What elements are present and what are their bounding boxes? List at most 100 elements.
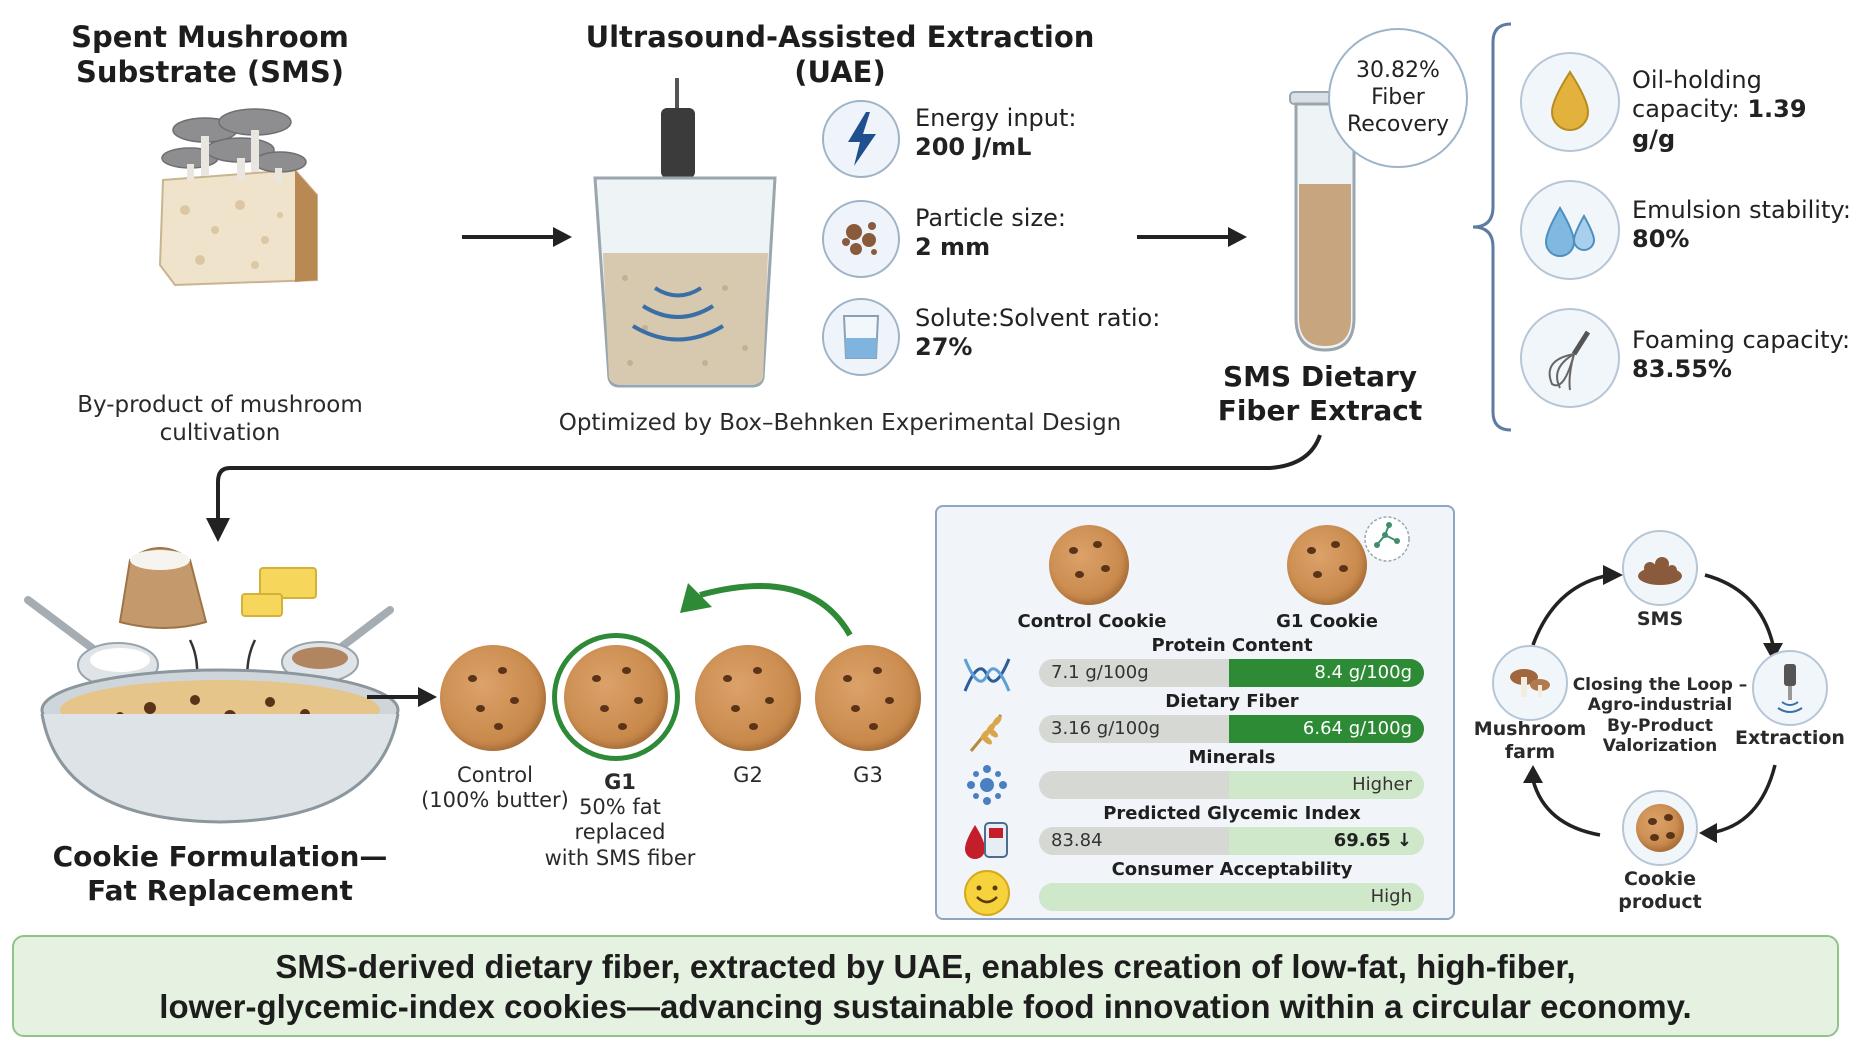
circular-cycle-arrows — [1523, 565, 1783, 843]
oil-drop-icon — [1520, 52, 1620, 152]
fiber-recovery-badge: 30.82% Fiber Recovery — [1328, 28, 1468, 168]
uae-title-text: Ultrasound-Assisted Extraction (UAE) — [585, 20, 1095, 90]
oil-holding-property: Oil-holding capacity: 1.39 g/g — [1632, 66, 1851, 154]
wheat-icon — [969, 714, 1003, 752]
emulsion-value: 80% — [1632, 225, 1690, 254]
metric-protein-title: Protein Content — [1151, 635, 1313, 656]
foaming-label: Foaming capacity: — [1632, 326, 1851, 354]
energy-label: Energy input: — [915, 104, 1077, 132]
metric-gi-bar: 83.84 69.65 ↓ — [1039, 827, 1424, 855]
foaming-property: Foaming capacity: 83.55% — [1632, 326, 1850, 385]
sms-title-text: Spent Mushroom Substrate (SMS) — [71, 20, 349, 90]
g1-label-title: G1 — [604, 770, 636, 794]
arrow-bowl-to-cookies — [367, 687, 437, 707]
properties-brace — [1472, 22, 1512, 432]
uae-caption-text: Optimized by Box–Behnken Experimental De… — [558, 410, 1122, 436]
conclusion-line2: lower-glycemic-index cookies—advancing s… — [159, 987, 1692, 1025]
cycle-center-line3: By-Product — [1606, 715, 1714, 736]
g1-desc-line3: with SMS fiber — [544, 845, 696, 870]
metric-fiber-title: Dietary Fiber — [1165, 691, 1299, 712]
ratio-param: Solute:Solvent ratio: 27% — [915, 304, 1160, 363]
metric-minerals-g1: Higher — [1352, 774, 1412, 795]
foaming-value: 83.55% — [1632, 355, 1732, 384]
emulsion-label: Emulsion stability: — [1632, 196, 1851, 224]
extract-title: SMS Dietary Fiber Extract — [1190, 360, 1450, 428]
oil-value: 1.39 g/g — [1632, 95, 1807, 153]
cookie-g1 — [564, 645, 668, 749]
metric-protein-control: 7.1 g/100g — [1051, 662, 1149, 683]
water-drops-icon — [1520, 180, 1620, 280]
control-label-line2: (100% butter) — [421, 788, 569, 813]
uae-caption: Optimized by Box–Behnken Experimental De… — [540, 410, 1140, 438]
particle-label: Particle size: — [915, 204, 1066, 232]
g3-label: G3 — [828, 763, 908, 788]
cycle-center-line4: Valorization — [1602, 736, 1718, 757]
smiley-icon — [964, 870, 1010, 916]
cycle-farm-node — [1492, 645, 1568, 721]
formulation-title: Cookie Formulation— Fat Replacement — [30, 840, 410, 908]
minerals-icon — [967, 765, 1007, 805]
metric-acceptability-title: Consumer Acceptability — [1111, 859, 1353, 880]
cookie-g2 — [695, 645, 801, 751]
emulsion-property: Emulsion stability: 80% — [1632, 196, 1851, 255]
energy-value: 200 J/mL — [915, 133, 1032, 162]
metric-fiber-control: 3.16 g/100g — [1051, 718, 1161, 739]
comparison-g1-label: G1 Cookie — [1276, 611, 1378, 632]
sms-title: Spent Mushroom Substrate (SMS) — [20, 20, 400, 91]
comparison-control-label: Control Cookie — [1017, 611, 1167, 632]
control-label: Control (100% butter) — [415, 763, 575, 813]
formulation-title-line1: Cookie Formulation— — [52, 840, 388, 873]
comparison-control-cookie — [1049, 525, 1129, 605]
lightning-icon — [822, 100, 900, 178]
energy-param: Energy input: 200 J/mL — [915, 104, 1076, 163]
dna-icon — [963, 658, 1011, 692]
metric-minerals-title: Minerals — [1188, 747, 1276, 768]
beaker-icon — [822, 298, 900, 376]
recovery-value: 30.82% — [1356, 58, 1440, 83]
cycle-extraction-node — [1752, 650, 1828, 726]
cycle-cookie-label: Cookie product — [1618, 868, 1702, 913]
whisk-icon — [1520, 308, 1620, 408]
metric-gi-title: Predicted Glycemic Index — [1103, 803, 1361, 824]
particles-icon — [822, 200, 900, 278]
g3-label-text: G3 — [853, 763, 883, 787]
arrow-sms-to-uae — [462, 227, 572, 247]
particle-value: 2 mm — [915, 233, 991, 262]
cycle-sms-label: SMS — [1636, 608, 1684, 630]
cycle-extraction-label: Extraction — [1735, 727, 1845, 749]
ratio-label: Solute:Solvent ratio: — [915, 304, 1161, 332]
comparison-panel: Control Cookie G1 Cookie Protein Content… — [935, 505, 1455, 920]
sms-substrate-illustration — [158, 108, 318, 287]
oil-label2: capacity: — [1632, 95, 1740, 124]
cycle-farm-line1: Mushroom — [1473, 718, 1587, 740]
arrow-uae-to-extract — [1137, 227, 1247, 247]
sms-caption-text: By-product of mushroom cultivation — [77, 392, 363, 446]
comparison-g1-cookie — [1287, 525, 1367, 605]
green-curved-arrow — [680, 583, 853, 637]
particle-param: Particle size: 2 mm — [915, 204, 1066, 263]
conclusion-banner: SMS-derived dietary fiber, extracted by … — [12, 935, 1839, 1037]
cycle-center-text: Closing the Loop – Agro-industrial By-Pr… — [1565, 675, 1755, 757]
control-label-line1: Control — [457, 763, 533, 787]
extract-title-line2: Fiber Extract — [1217, 394, 1423, 428]
recovery-line2: Recovery — [1346, 111, 1449, 137]
cycle-sms-node — [1622, 530, 1698, 606]
metric-acceptability-g1: High — [1370, 886, 1412, 907]
cycle-center-line2: Agro-industrial — [1587, 695, 1733, 716]
formulation-title-line2: Fat Replacement — [87, 874, 353, 908]
uae-title: Ultrasound-Assisted Extraction (UAE) — [560, 20, 1120, 91]
g1-desc-line2: replaced — [574, 820, 666, 845]
g1-desc-line1: 50% fat — [579, 795, 661, 820]
extract-title-line1: SMS Dietary — [1222, 360, 1418, 393]
g2-label-text: G2 — [733, 763, 763, 787]
cycle-cookie-node — [1622, 790, 1698, 866]
cookie-control — [440, 645, 546, 751]
metric-gi-g1: 69.65 ↓ — [1333, 830, 1412, 851]
metric-protein-bar: 7.1 g/100g 8.4 g/100g — [1039, 659, 1424, 687]
ratio-value: 27% — [915, 333, 973, 362]
sms-caption: By-product of mushroom cultivation — [25, 392, 415, 447]
recovery-line1: Fiber — [1371, 84, 1425, 110]
metric-protein-g1: 8.4 g/100g — [1314, 662, 1412, 683]
metric-fiber-g1: 6.64 g/100g — [1302, 718, 1412, 739]
metric-minerals-bar: Higher — [1039, 771, 1424, 799]
